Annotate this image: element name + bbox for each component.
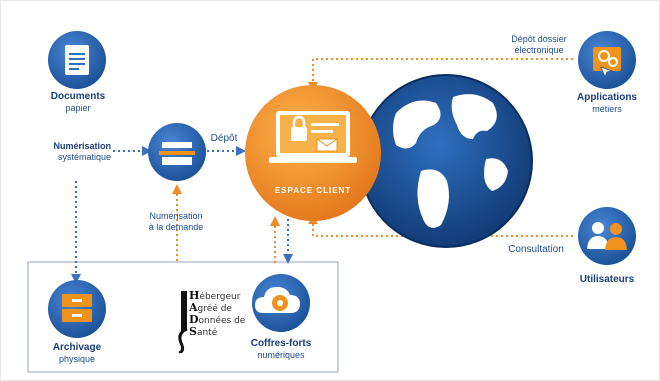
arrow-applications-to-espace [308, 58, 573, 92]
hds-logo: Hébergeur Agréé de Données de Santé [177, 289, 247, 353]
documents-subtitle: papier [65, 103, 91, 113]
gears-icon [578, 31, 636, 89]
coffres-title: Coffres-forts [250, 338, 312, 349]
document-icon [48, 31, 106, 89]
depot-label: Dépôt [210, 133, 238, 144]
scanner-icon [148, 123, 206, 181]
archivage-subtitle: physique [58, 354, 96, 364]
applications-subtitle: métiers [592, 104, 622, 114]
archivage-title: Archivage [52, 342, 102, 353]
numerisation-demande-label-2: à la demande [148, 222, 204, 232]
hds-line-2: Agréé de [189, 301, 232, 314]
applications-title: Applications [576, 92, 637, 103]
depot-dossier-label-1: Dépôt dossier [511, 34, 567, 44]
consultation-label: Consultation [508, 244, 564, 255]
archive-drawer-icon [48, 280, 106, 338]
cloud-safe-icon [252, 274, 310, 332]
hds-line-4: Santé [189, 325, 218, 338]
hds-swirl-icon [178, 291, 188, 353]
globe-icon [359, 74, 533, 248]
laptop-lock-icon [245, 85, 381, 221]
numerisation-demande-label-1: Numérisation [149, 211, 203, 221]
coffres-subtitle: numériques [257, 350, 305, 360]
hds-line-3: Données de [189, 313, 246, 326]
numerisation-label-2: systématique [57, 152, 111, 162]
users-icon [578, 207, 636, 265]
utilisateurs-title: Utilisateurs [579, 274, 635, 285]
hds-line-1: Hébergeur [189, 289, 241, 302]
documents-title: Documents [50, 91, 106, 102]
storage-frame [27, 261, 339, 373]
numerisation-label-1: Numérisation [53, 141, 111, 151]
depot-dossier-label-2: électronique [514, 45, 564, 55]
espace-client-label: ESPACE CLIENT [274, 186, 352, 195]
